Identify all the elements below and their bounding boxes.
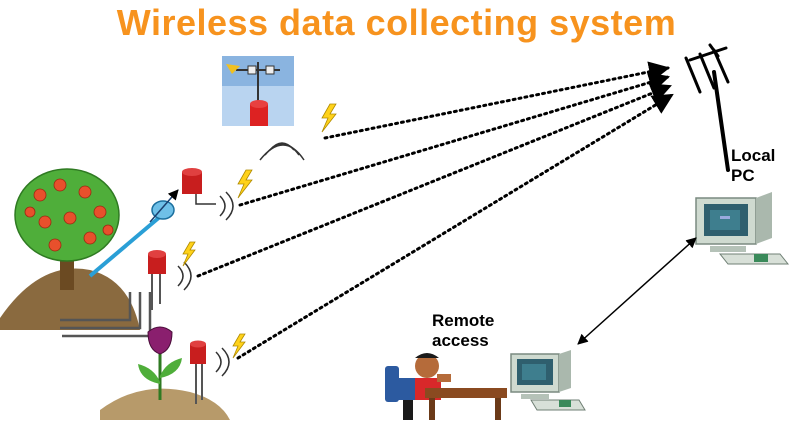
signal-waves-icon bbox=[215, 347, 230, 377]
signal-waves-icon bbox=[259, 142, 305, 161]
link-tree-sensor-bottom bbox=[196, 83, 672, 278]
remote-pc-icon bbox=[510, 350, 586, 411]
flower-icon bbox=[100, 326, 230, 420]
diagram-title: Wireless data collecting system bbox=[116, 2, 677, 43]
link-remote-local bbox=[577, 237, 697, 345]
link-tree-sensor-top bbox=[238, 72, 671, 207]
sensor-node-tree-top bbox=[182, 168, 216, 205]
local-pc-label: Local PC bbox=[731, 146, 775, 186]
remote-access-label-line2: access bbox=[432, 331, 489, 350]
dendrometer-cable bbox=[88, 208, 170, 278]
local-pc-label-line1: Local bbox=[731, 146, 776, 165]
sensor-node-tree-bottom bbox=[148, 250, 166, 310]
antenna-tower-icon bbox=[684, 43, 730, 172]
lightning-icon bbox=[321, 103, 337, 133]
remote-access-label-line1: Remote bbox=[432, 311, 495, 330]
lightning-icon bbox=[182, 241, 196, 267]
remote-access-label: Remote access bbox=[432, 311, 494, 351]
signal-waves-icon bbox=[177, 261, 192, 291]
flow-sensor-icon bbox=[149, 189, 179, 223]
local-pc-label-line2: PC bbox=[731, 166, 755, 185]
weather-station-icon bbox=[222, 56, 294, 126]
tree-icon bbox=[0, 168, 140, 330]
person-icon bbox=[385, 353, 507, 420]
link-flower-sensor bbox=[236, 93, 674, 360]
signal-waves-icon bbox=[219, 191, 234, 221]
lightning-icon bbox=[232, 333, 246, 359]
link-weather-station bbox=[323, 61, 671, 140]
wireless-links bbox=[196, 61, 674, 360]
sensor-node-flower bbox=[190, 340, 206, 404]
lightning-icon bbox=[237, 169, 253, 199]
local-pc-icon bbox=[695, 192, 790, 265]
